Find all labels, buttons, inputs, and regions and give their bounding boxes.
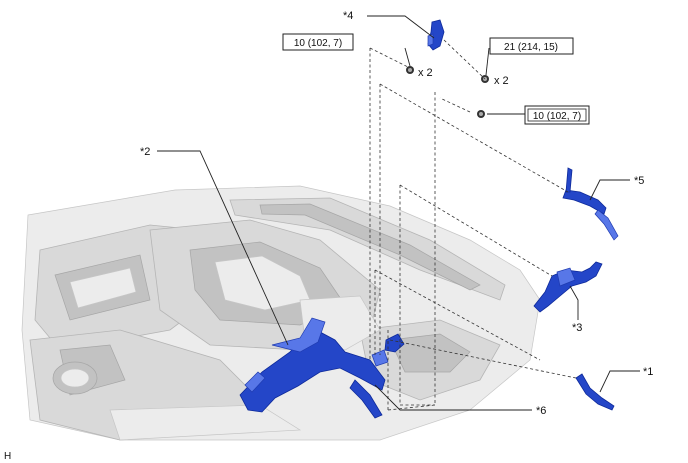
bolt-right-bottom-icon <box>477 110 485 118</box>
wire-harness-part-6 <box>371 333 405 367</box>
quantity-right-bolt: x 2 <box>494 75 509 87</box>
callout-part-6: *6 <box>536 405 546 417</box>
wire-harness-part-3 <box>533 261 603 313</box>
wire-harness-part-1 <box>575 373 615 411</box>
callout-part-4: *4 <box>343 10 353 22</box>
wire-harness-part-5 <box>562 167 619 241</box>
torque-spec-right-bottom: 10 (102, 7) <box>524 105 590 125</box>
bolt-left-icon <box>406 66 414 74</box>
torque-spec-right-top: 21 (214, 15) <box>489 37 574 55</box>
torque-spec-left-text: 10 (102, 7) <box>294 38 342 49</box>
corner-mark: H <box>4 451 11 462</box>
wire-harness-part-2 <box>239 317 386 419</box>
installation-guide-lines <box>369 39 577 411</box>
engine-compartment-illustration <box>21 185 541 441</box>
quantity-left-bolt: x 2 <box>418 67 433 79</box>
torque-spec-left: 10 (102, 7) <box>282 33 354 51</box>
torque-spec-right-bottom-text: 10 (102, 7) <box>533 111 581 122</box>
callout-part-5: *5 <box>634 175 644 187</box>
callout-part-2: *2 <box>140 146 150 158</box>
leader-lines <box>157 15 640 411</box>
torque-spec-right-top-text: 21 (214, 15) <box>504 42 558 53</box>
callout-part-1: *1 <box>643 366 653 378</box>
wire-harness-part-4 <box>427 19 445 51</box>
callout-part-3: *3 <box>572 322 582 334</box>
